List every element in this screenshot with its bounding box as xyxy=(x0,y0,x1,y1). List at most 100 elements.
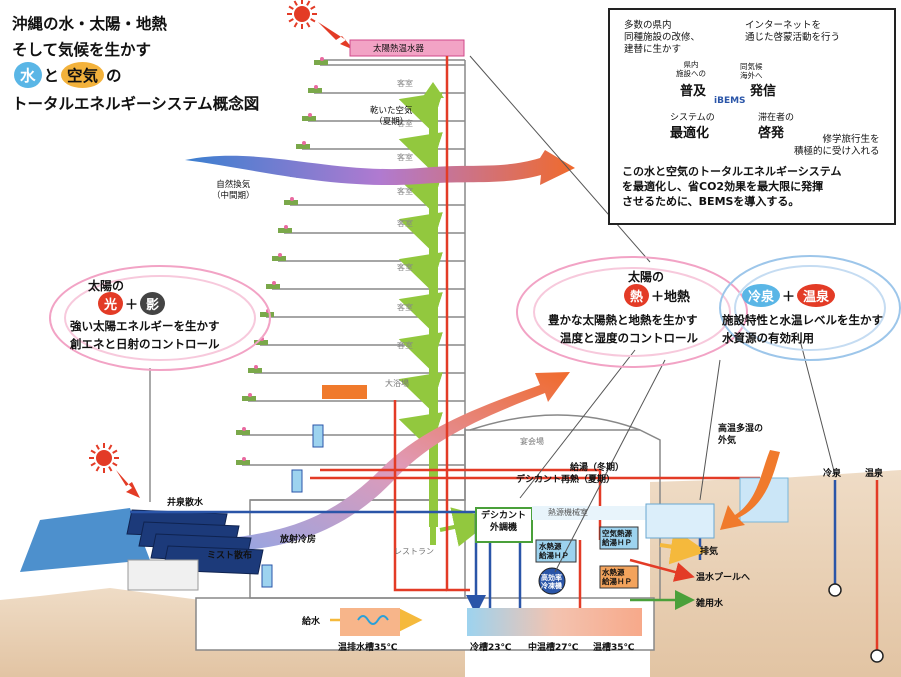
guest-room-label: 客室 xyxy=(397,263,413,272)
info-box: 多数の県内同種施設の改修、建替に生かす インターネットを通じた啓蒙活動を行う 県… xyxy=(608,8,896,225)
solar-heater xyxy=(349,39,465,57)
cloud-sun-line2: 創エネと日射のコントロール xyxy=(70,337,220,351)
duct-arrow xyxy=(398,132,443,171)
water-supply-label: 給水 xyxy=(302,617,321,627)
guest-room-label: 客室 xyxy=(397,303,413,312)
chiller-label: 高効率冷凍機 xyxy=(541,574,562,590)
cloud-heat-line2: 温度と湿度のコントロール xyxy=(560,331,698,345)
terrace-flower xyxy=(314,85,318,89)
title-line-4: トータルエネルギーシステム概念図 xyxy=(12,95,260,113)
sun-ray xyxy=(293,22,298,28)
restaurant-label: レストラン xyxy=(394,547,434,556)
title-line-1: 沖縄の水・太陽・地熱 xyxy=(12,15,168,33)
tank-hot-label: 温槽35℃ xyxy=(593,643,635,653)
desiccant-unit xyxy=(475,507,533,543)
cloud-sun-head: 太陽の xyxy=(88,279,125,293)
sun-ray xyxy=(90,449,96,454)
tank-waste-label: 温排水槽35℃ xyxy=(338,643,398,653)
terrace-flower xyxy=(302,141,306,145)
terrace-plant xyxy=(260,312,274,317)
duct-arrows xyxy=(398,82,494,547)
terrace-flower xyxy=(242,427,246,431)
to-pool-label: 温水プールへ xyxy=(696,573,751,583)
cold-spring-label: 冷泉 xyxy=(823,469,842,479)
title-to: と xyxy=(43,67,60,85)
cold-spring-pump xyxy=(828,583,842,597)
radiant-panel-3 xyxy=(261,564,273,588)
sun-ray xyxy=(306,22,311,28)
sun-left-arrow xyxy=(116,470,140,498)
banquet-label: 宴会場 xyxy=(520,437,544,446)
shadow-badge: 影 xyxy=(140,292,166,315)
opt-label: 最適化 xyxy=(670,126,710,141)
sun-ray xyxy=(293,0,298,6)
sun-ray xyxy=(108,444,113,450)
cloud-spring-row: 冷泉＋温泉 xyxy=(740,284,837,307)
big-bath-box xyxy=(322,385,367,399)
duct-arrow xyxy=(398,172,443,211)
guest-room-label: 客室 xyxy=(397,119,413,128)
heat-machine-room-label: 熱源機械室 xyxy=(548,508,588,517)
cloud-heat xyxy=(516,256,748,368)
terrace-flower xyxy=(248,393,252,397)
heat-badge: 熱 xyxy=(624,284,650,307)
terrace-plant xyxy=(278,228,292,233)
tank-cold-label: 冷槽23℃ xyxy=(470,643,512,653)
terrace-plant xyxy=(284,200,298,205)
terrace-flower xyxy=(320,57,324,61)
hot-humid-air-label: 高温多湿の外気 xyxy=(718,424,764,446)
terrace-plant xyxy=(242,396,256,401)
outdoor-unit-box xyxy=(645,503,715,539)
cloud-sun xyxy=(49,265,271,371)
title-line-3: 水と空気の xyxy=(12,62,122,88)
natural-vent-label: 自然換気（中間期） xyxy=(212,180,255,201)
light-badge: 光 xyxy=(98,292,124,315)
duct-to-unit xyxy=(439,507,494,547)
info-summary: この水と空気のトータルエネルギーシステムを最適化し、省CO2効果を最大限に発揮さ… xyxy=(622,165,842,208)
sun-disc xyxy=(294,6,310,22)
heat-room-strip xyxy=(532,506,650,520)
send-label: 発信 xyxy=(750,84,777,99)
hot-spring-pump xyxy=(870,649,884,663)
chiller xyxy=(538,567,566,595)
sun-ray xyxy=(288,5,294,10)
sun-ray xyxy=(112,449,118,454)
duct-arrow xyxy=(398,332,443,371)
leader-lines xyxy=(149,55,836,573)
sun-ray xyxy=(310,5,316,10)
terrace-plant xyxy=(302,116,316,121)
terrace-plant xyxy=(272,256,286,261)
sun-ray xyxy=(112,462,118,467)
school-trip: 修学旅行生を積極的に受け入れる xyxy=(794,134,880,157)
radiant-cooling-label: 放射冷房 xyxy=(280,535,317,545)
sun-ray xyxy=(310,18,316,23)
sun-top-arrow xyxy=(318,22,354,50)
suns xyxy=(89,0,354,498)
sun-ray xyxy=(90,462,96,467)
spring-plus: ＋ xyxy=(782,290,796,305)
dry-air-label: 乾いた空気（夏期） xyxy=(370,106,413,127)
spread-label: 普及 xyxy=(680,84,707,99)
tank-cold-mid-hot xyxy=(467,608,642,636)
hot-water-winter-label: 給湯（冬期） xyxy=(570,463,625,473)
cloud-sun-row: 光＋影 xyxy=(96,292,167,315)
terrace-flower xyxy=(242,457,246,461)
send-small: 同気候海外へ xyxy=(740,62,763,80)
terrace-flower xyxy=(284,225,288,229)
guest-room-label: 客室 xyxy=(397,341,413,350)
water-hp2-label: 水熱源給湯ＨＰ xyxy=(602,568,632,586)
mist-label: ミスト散布 xyxy=(207,551,253,561)
mist-stream xyxy=(205,372,570,552)
terrace-plant xyxy=(254,340,268,345)
well-spray-label: 井泉散水 xyxy=(167,498,204,508)
natural-vent-stream xyxy=(185,150,575,186)
cloud-spring-line1: 施設特性と水温レベルを生かす xyxy=(722,313,883,327)
duct-arrow xyxy=(398,252,443,291)
exhaust-label: 排気 xyxy=(700,547,719,557)
terrace-plant xyxy=(308,88,322,93)
sun-top-icon xyxy=(287,0,317,29)
cloud-heat-head: 太陽の xyxy=(628,270,665,284)
desiccant-unit-label: デシカント外調機 xyxy=(481,511,527,533)
radiant-panel-1 xyxy=(312,424,324,448)
duct-arrow xyxy=(398,412,443,451)
